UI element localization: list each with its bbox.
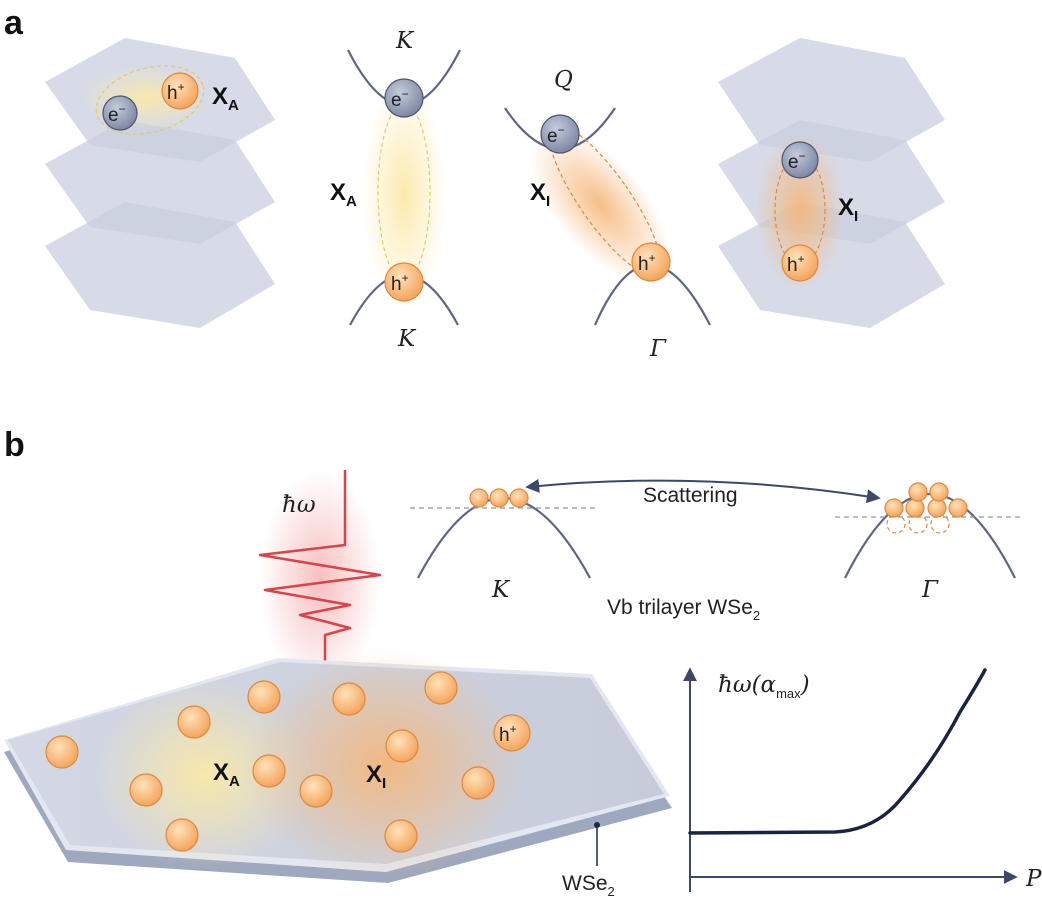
k-valley-band: [417, 496, 591, 579]
exciton-outline: [95, 65, 205, 135]
electron-label: e−: [391, 87, 409, 111]
exciton-outline: [548, 124, 662, 276]
hole-label: h+: [787, 252, 805, 276]
hole-icon: [908, 482, 928, 502]
photon-label: ħω: [282, 492, 316, 518]
hole-icon: [252, 754, 286, 788]
hole-icon: [509, 488, 529, 508]
hole-icon: [299, 774, 333, 808]
band-indirect: Q Γ e− h+ XI: [504, 67, 711, 362]
exciton-xa-label: XA: [330, 179, 357, 210]
layer-top: [718, 38, 945, 162]
wse2-sample: h+ XA XI WSe2: [4, 650, 672, 899]
electron-icon: [384, 78, 424, 118]
exciton-xi-label: XI: [838, 194, 858, 225]
band-direct: K K e− h+ XA: [330, 28, 461, 352]
exciton-glow: [755, 130, 845, 290]
k-point-top: K: [395, 28, 415, 54]
plot-curve: [688, 668, 987, 835]
hole-icon: [247, 680, 281, 714]
exciton-xa-label: XA: [212, 83, 239, 114]
empty-state-icon: [886, 514, 906, 534]
scattering-label: Scattering: [643, 484, 738, 507]
hole-icon: [884, 498, 904, 518]
hole-label: h+: [391, 271, 409, 295]
photon-wave: [258, 470, 382, 681]
hole-icon: [165, 818, 199, 852]
stack-left: e− h+ XA: [45, 38, 275, 328]
hole-icon: [384, 819, 418, 853]
hole-icon: [948, 498, 968, 518]
hole-icon: [177, 705, 211, 739]
y-axis-label: ħω(αmax): [718, 672, 810, 701]
empty-state-icon: [908, 514, 928, 534]
hole-icon: [929, 482, 949, 502]
hole-icon: [493, 714, 531, 752]
k-point-label: K: [491, 577, 511, 603]
q-point: Q: [554, 67, 573, 93]
hole-label: h+: [167, 80, 185, 104]
hole-icon: [781, 244, 819, 282]
hole-icon: [631, 242, 671, 282]
layer-middle: [45, 120, 275, 244]
exciton-glow: [529, 126, 671, 284]
hole-icon: [461, 766, 495, 800]
electron-icon: [102, 95, 138, 131]
vb-caption: Vb trilayer WSe2: [607, 596, 760, 623]
hole-label: h+: [638, 251, 656, 275]
hole-icon: [905, 498, 925, 518]
scattering-arrow: [525, 478, 881, 504]
gamma-point: Γ: [649, 336, 667, 362]
exciton-xi-label: XI: [366, 761, 386, 792]
hole-icon: [927, 498, 947, 518]
k-point-bottom: K: [397, 326, 417, 352]
material-label: WSe2: [562, 872, 615, 899]
hole-icon: [161, 72, 199, 110]
exciton-xi-label: XI: [530, 179, 550, 210]
valence-band-scattering: Scattering K Γ Vb trilayer WSe2: [410, 478, 1020, 623]
hole-icon: [424, 671, 458, 705]
laser-excitation: ħω: [258, 470, 382, 690]
electron-icon: [540, 114, 580, 154]
stack-right: e− h+ XI: [718, 38, 945, 328]
hole-icon: [332, 682, 366, 716]
hole-icon: [384, 262, 424, 302]
laser-glow: [260, 470, 380, 690]
xi-glow: [245, 650, 525, 880]
panel-b-label: b: [4, 426, 25, 464]
x-axis-label: P: [1025, 866, 1042, 892]
gamma-point-label: Γ: [921, 577, 939, 603]
empty-state-icon: [930, 514, 950, 534]
hole-icon: [469, 488, 489, 508]
hole-icon: [129, 773, 163, 807]
electron-label: e−: [108, 102, 126, 126]
electron-icon: [781, 141, 819, 179]
electron-label: e−: [547, 123, 565, 147]
energy-power-plot: ħω(αmax) P: [683, 667, 1042, 892]
layer-bottom: [45, 202, 275, 328]
hole-icon: [489, 488, 509, 508]
panel-a-label: a: [4, 4, 24, 42]
hole-icon: [385, 729, 419, 763]
exciton-xa-label: XA: [213, 759, 240, 790]
hole-label: h+: [499, 722, 517, 746]
hole-icon: [45, 735, 79, 769]
electron-label: e−: [788, 149, 806, 173]
